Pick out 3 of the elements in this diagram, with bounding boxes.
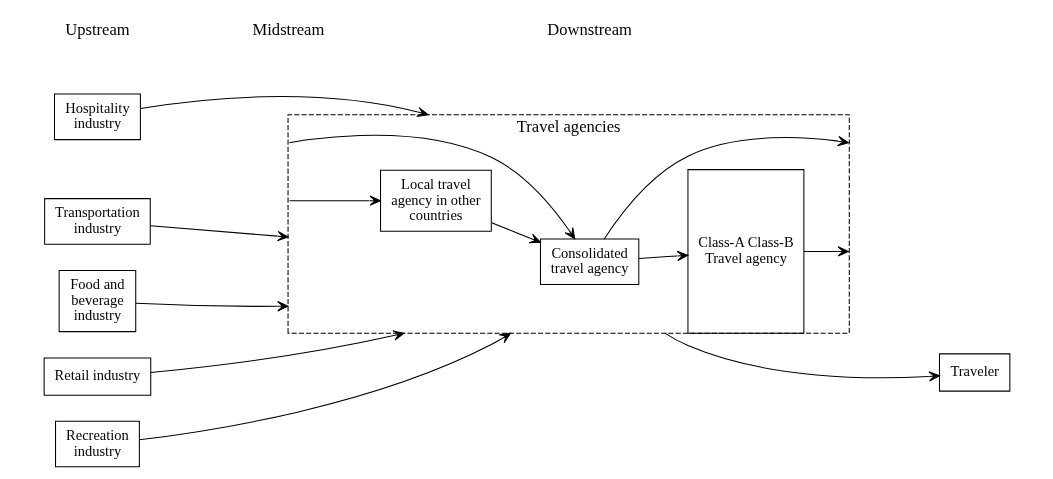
- label: Upstream: [64, 19, 130, 39]
- label: Downstream: [546, 19, 632, 39]
- label: Midstream: [252, 19, 324, 39]
